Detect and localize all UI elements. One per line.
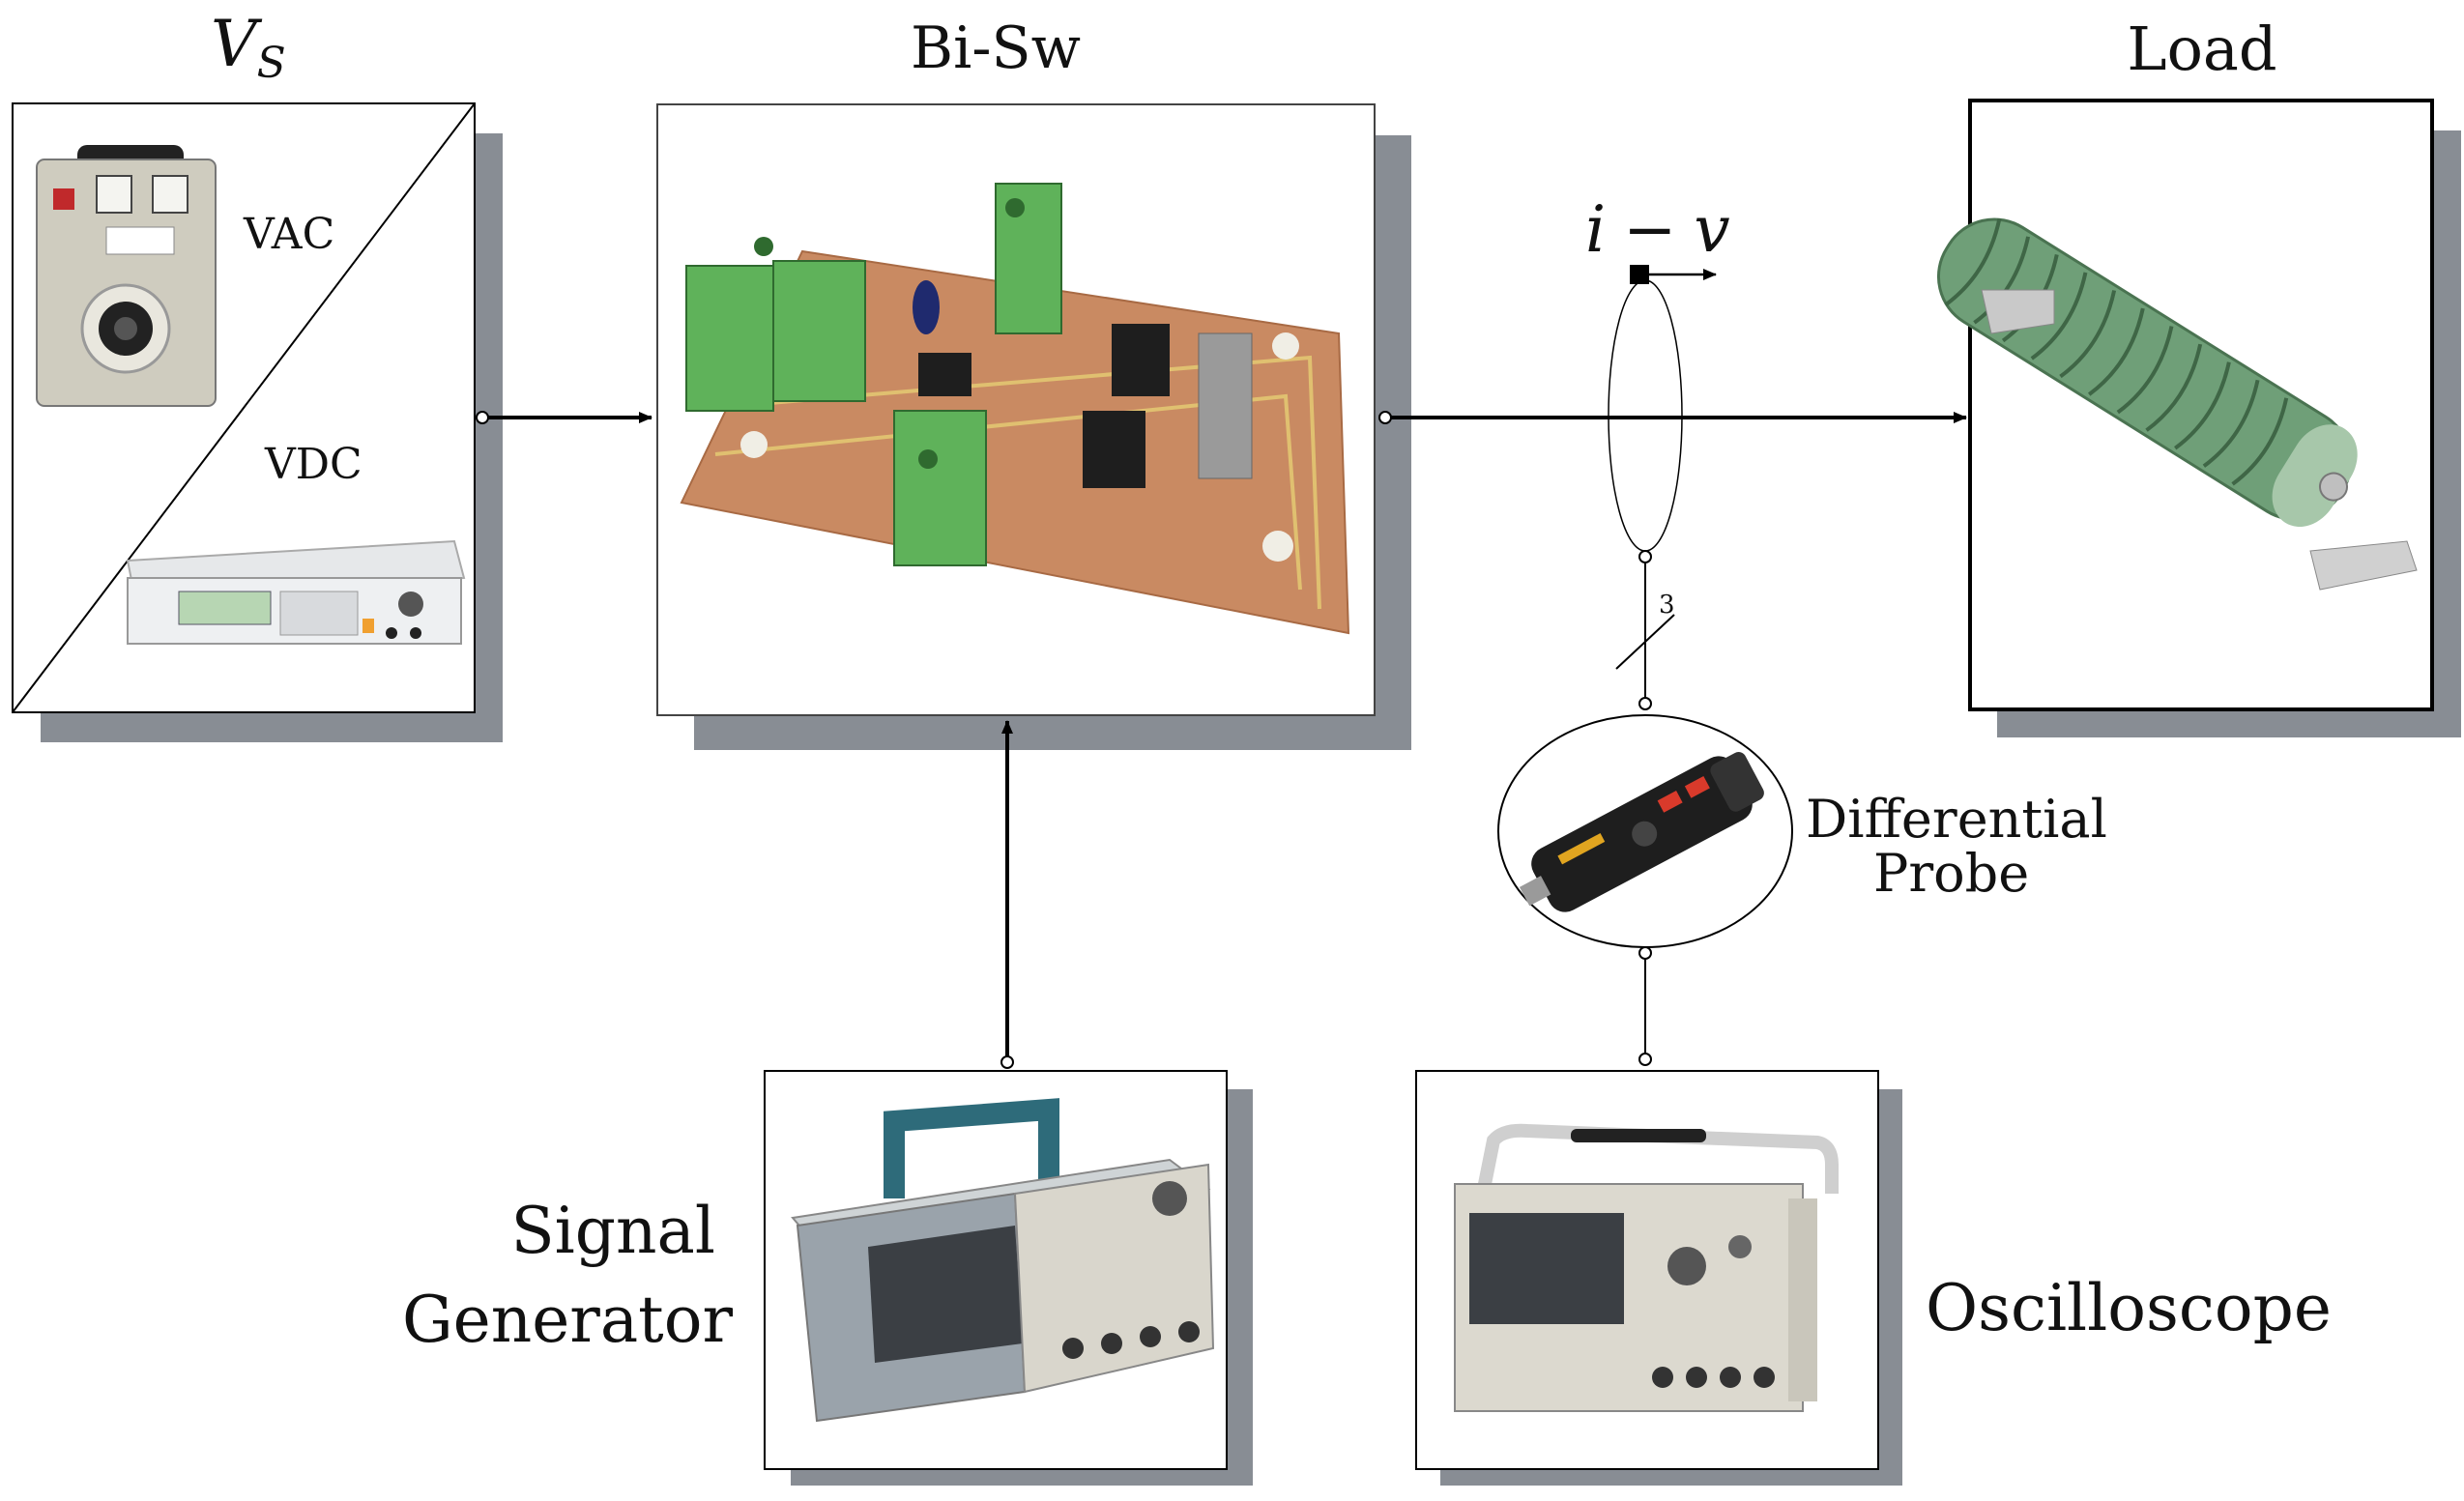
load-block: Load: [1936, 14, 2461, 737]
measurement-v: v: [1694, 192, 1729, 267]
connections: i−v 3: [476, 192, 1967, 1069]
scope-input-terminal: [1638, 1053, 1652, 1066]
scope-label: Oscilloscope: [1926, 1271, 2332, 1345]
probe-image: [1519, 752, 1764, 912]
measurement-label: i−v: [1585, 192, 1730, 267]
dc-label: VDC: [264, 440, 362, 489]
probe-label-line1: Differential: [1806, 789, 2107, 850]
bi-switch-block: Bi-Sw: [656, 14, 1411, 750]
source-title-subscript: S: [257, 39, 286, 88]
bus-width-label: 3: [1659, 591, 1675, 620]
ac-label: VAC: [243, 210, 334, 259]
probe-label-line2: Probe: [1873, 843, 2029, 904]
bus-slash: [1615, 614, 1675, 670]
measurement-i: i: [1585, 192, 1606, 267]
generator-label-line1: Signal: [510, 1194, 715, 1268]
sensor-square: [1630, 265, 1649, 284]
source-output-terminal: [476, 411, 489, 424]
source-block: VS VAC VDC: [12, 7, 503, 742]
function-generator-image: [791, 1098, 1215, 1423]
load-title: Load: [2127, 14, 2276, 84]
differential-probe: Differential Probe: [1497, 714, 2107, 948]
source-diagonal: [12, 102, 476, 713]
loop-terminal: [1638, 550, 1652, 563]
switch-output-terminal: [1378, 411, 1392, 424]
pcb-image: [680, 183, 1350, 635]
source-title: VS: [211, 7, 286, 88]
variac-image: [36, 145, 217, 407]
signal-generator-block: Signal Generator: [402, 1070, 1253, 1486]
measurement-dash: −: [1623, 192, 1676, 267]
oscilloscope-block: Oscilloscope: [1415, 1070, 2332, 1486]
probe-output-terminal: [1638, 946, 1652, 960]
oscilloscope-image: [1454, 1123, 1839, 1412]
probe-input-terminal: [1638, 697, 1652, 710]
dc-supply-image: [126, 539, 466, 645]
resistor-image: [1936, 217, 2418, 591]
bi-switch-title: Bi-Sw: [911, 14, 1081, 82]
generator-label-line2: Generator: [402, 1283, 734, 1357]
generator-output-terminal: [1000, 1055, 1014, 1069]
